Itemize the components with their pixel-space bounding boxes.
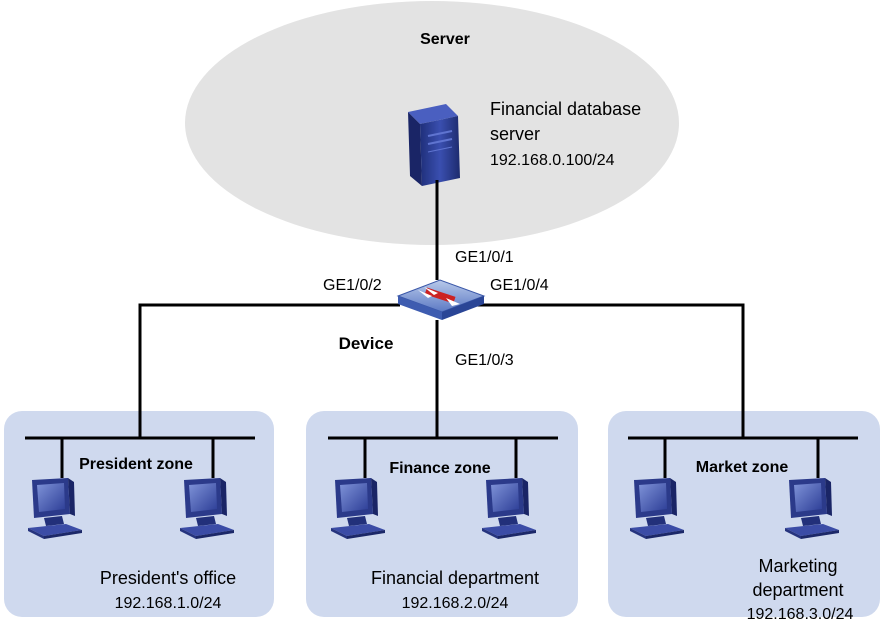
market-zone-subnet: 192.168.3.0/24 bbox=[747, 606, 854, 623]
server-ip: 192.168.0.100/24 bbox=[490, 152, 615, 169]
link-ge1-0-2 bbox=[138, 303, 400, 438]
port-ge1-0-2-label: GE1/0/2 bbox=[323, 277, 382, 294]
server-zone-title: Server bbox=[420, 31, 470, 48]
server-tower-icon bbox=[408, 104, 460, 186]
market-zone-area bbox=[608, 411, 880, 617]
president-pc-2-icon bbox=[180, 478, 234, 539]
market-pc-2-icon bbox=[785, 478, 839, 539]
lan-buses bbox=[25, 436, 858, 478]
finance-zone-area bbox=[306, 411, 578, 617]
port-ge1-0-4-label: GE1/0/4 bbox=[490, 277, 549, 294]
market-zone-desc-line1: Marketing bbox=[758, 556, 837, 576]
market-pc-1-icon bbox=[630, 478, 684, 539]
server-name-line1: Financial database bbox=[490, 99, 641, 119]
market-zone-desc-line2: department bbox=[752, 580, 843, 600]
finance-zone-desc: Financial department bbox=[371, 568, 539, 588]
president-zone-area bbox=[4, 411, 274, 617]
finance-pc-2-icon bbox=[482, 478, 536, 539]
finance-zone-subnet: 192.168.2.0/24 bbox=[402, 595, 509, 612]
market-zone-title: Market zone bbox=[696, 459, 789, 476]
finance-pc-1-icon bbox=[331, 478, 385, 539]
link-ge1-0-4 bbox=[476, 303, 745, 438]
president-pc-1-icon bbox=[28, 478, 82, 539]
president-zone-desc: President's office bbox=[100, 568, 236, 588]
server-name-line2: server bbox=[490, 124, 540, 144]
device-label: Device bbox=[339, 334, 394, 353]
port-ge1-0-3-label: GE1/0/3 bbox=[455, 352, 514, 369]
port-ge1-0-1-label: GE1/0/1 bbox=[455, 249, 514, 266]
finance-zone-title: Finance zone bbox=[389, 460, 490, 477]
president-zone-title: President zone bbox=[79, 456, 193, 473]
firewall-device-icon bbox=[396, 279, 486, 320]
network-links bbox=[138, 180, 745, 438]
president-zone-subnet: 192.168.1.0/24 bbox=[115, 595, 222, 612]
